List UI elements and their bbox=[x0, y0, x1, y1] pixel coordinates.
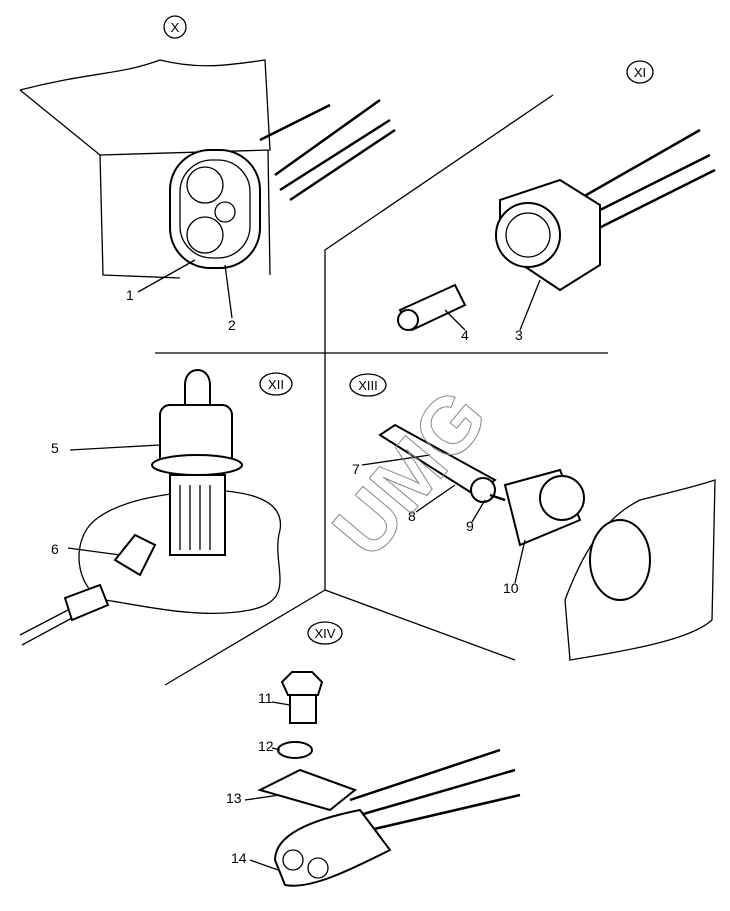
section-label-xiv: XIV bbox=[315, 626, 336, 641]
callout-5: 5 bbox=[51, 440, 59, 456]
section-label-xii: XII bbox=[268, 377, 284, 392]
callout-numbers: 1 2 3 4 5 6 7 8 9 10 11 12 13 14 bbox=[51, 287, 523, 866]
section-label-x: X bbox=[171, 20, 180, 35]
callout-8: 8 bbox=[408, 508, 416, 524]
callout-7: 7 bbox=[352, 461, 360, 477]
section-x-drawing bbox=[19, 59, 396, 279]
callout-1: 1 bbox=[126, 287, 134, 303]
callout-10: 10 bbox=[503, 580, 519, 596]
callout-12: 12 bbox=[258, 738, 274, 754]
section-xi-drawing bbox=[397, 128, 716, 332]
section-labels: X XI XII XIII XIV bbox=[163, 15, 654, 645]
callout-9: 9 bbox=[466, 518, 474, 534]
section-label-xi: XI bbox=[634, 65, 646, 80]
section-xiii-drawing bbox=[378, 423, 716, 661]
callout-14: 14 bbox=[231, 850, 247, 866]
section-label-xiii: XIII bbox=[358, 378, 378, 393]
callout-11: 11 bbox=[258, 690, 273, 706]
callout-6: 6 bbox=[51, 541, 59, 557]
callout-4: 4 bbox=[461, 327, 469, 343]
leader-lines bbox=[67, 259, 541, 871]
callout-3: 3 bbox=[515, 327, 523, 343]
callout-2: 2 bbox=[228, 317, 236, 333]
section-xiv-drawing bbox=[257, 671, 521, 887]
section-dividers bbox=[155, 94, 608, 686]
callout-13: 13 bbox=[226, 790, 242, 806]
section-xii-drawing bbox=[19, 369, 282, 646]
